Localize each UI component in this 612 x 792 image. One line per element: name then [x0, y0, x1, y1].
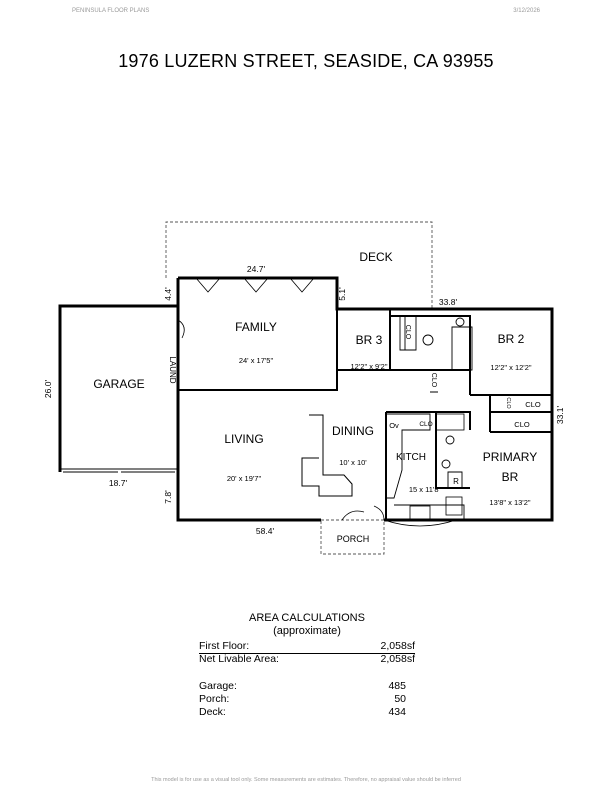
area-row-label: Net Livable Area:	[199, 653, 279, 665]
area-row-value: 2,058sf	[380, 640, 415, 652]
area-title: AREA CALCULATIONS	[249, 612, 365, 624]
cooktop	[409, 505, 431, 521]
kitchen-sink	[445, 496, 463, 516]
label-clo-2: CLO	[514, 420, 530, 429]
garage-door	[60, 468, 178, 473]
room-family: FAMILY	[235, 320, 277, 334]
area-row-value: 50	[394, 693, 406, 705]
area-row-value: 485	[388, 680, 406, 692]
area-row-deck: Deck: 434	[199, 706, 406, 719]
toilet-br3	[422, 334, 434, 346]
room-kitch: KITCH	[396, 452, 426, 463]
label-fridge: R	[453, 477, 459, 486]
room-deck: DECK	[359, 250, 392, 264]
area-row-value: 2,058sf	[380, 653, 415, 665]
bath-fixtures	[399, 316, 473, 393]
area-row-net-livable: Net Livable Area: 2,058sf	[199, 653, 415, 666]
area-row-label: Porch:	[199, 693, 230, 705]
label-clo-bath: CLO	[430, 373, 437, 388]
deck-outline	[165, 221, 433, 309]
area-subtitle: (approximate)	[273, 625, 341, 637]
house-exterior-walls	[176, 276, 554, 522]
laundry-door	[177, 319, 185, 339]
header-date: 3/12/2026	[513, 8, 540, 14]
area-row-garage: Garage: 485	[199, 680, 406, 693]
area-row-label: First Floor:	[199, 640, 250, 652]
area-row-porch: Porch: 50	[199, 693, 406, 706]
dim-24-7: 24.7'	[247, 264, 266, 274]
room-living: LIVING	[224, 432, 263, 446]
room-br3: BR 3	[356, 333, 383, 347]
area-row-value: 434	[388, 706, 406, 718]
area-row-label: Garage:	[199, 680, 237, 692]
area-row-first-floor: First Floor: 2,058sf	[199, 640, 415, 654]
dim-7-8: 7.8'	[163, 490, 173, 504]
toilet-bath	[455, 317, 465, 327]
sink-primary	[445, 435, 455, 445]
label-oven: Ov	[389, 421, 399, 430]
label-clo-br3: CLO	[404, 325, 411, 340]
header-company: PENINSULA FLOOR PLANS	[72, 8, 150, 14]
room-living-dim: 20' x 19'7"	[227, 474, 262, 483]
room-family-dim: 24' x 17'5"	[239, 356, 274, 365]
room-br2-dim: 12'2" x 12'2"	[490, 363, 531, 372]
dim-5-1: 5.1'	[337, 287, 347, 301]
toilet-primary	[441, 459, 451, 469]
room-br2: BR 2	[498, 332, 525, 346]
dim-33-8: 33.8'	[439, 297, 458, 307]
dim-33-1: 33.1'	[555, 406, 565, 425]
room-br3-dim: 12'2" x 9'2"	[351, 362, 388, 371]
dim-4-4: 4.4'	[163, 287, 173, 301]
room-laund: LAUND	[168, 356, 177, 383]
room-primary: PRIMARY	[483, 450, 537, 464]
page-title: 1976 LUZERN STREET, SEASIDE, CA 93955	[118, 51, 494, 71]
fireplace	[301, 414, 353, 497]
room-dining: DINING	[332, 424, 374, 438]
room-primary-br: BR	[502, 470, 519, 484]
dim-26-0: 26.0'	[43, 380, 53, 399]
area-row-label: Deck:	[199, 706, 226, 718]
label-clo-small: CLO	[505, 397, 511, 409]
room-dining-dim: 10' x 10'	[339, 458, 367, 467]
label-clo-kitch: CLO	[419, 421, 432, 428]
front-door	[341, 505, 385, 521]
room-garage: GARAGE	[93, 377, 144, 391]
dim-58-4: 58.4'	[256, 526, 275, 536]
room-porch: PORCH	[337, 534, 370, 544]
kitchen-counters	[386, 413, 465, 520]
porch-outline	[320, 519, 385, 555]
label-clo-1: CLO	[525, 400, 541, 409]
room-primary-dim: 13'8" x 13'2"	[489, 498, 530, 507]
disclaimer-footer: This model is for use as a visual tool o…	[151, 777, 461, 783]
pantry-box	[435, 413, 465, 431]
interior-walls	[178, 308, 552, 520]
area-calculations-heading: AREA CALCULATIONS (approximate)	[200, 612, 414, 638]
dim-18-7: 18.7'	[109, 478, 128, 488]
kitchen-arc	[383, 519, 457, 527]
family-deck-doors	[195, 277, 315, 293]
room-kitch-dim: 15 x 11'8"	[409, 485, 442, 494]
